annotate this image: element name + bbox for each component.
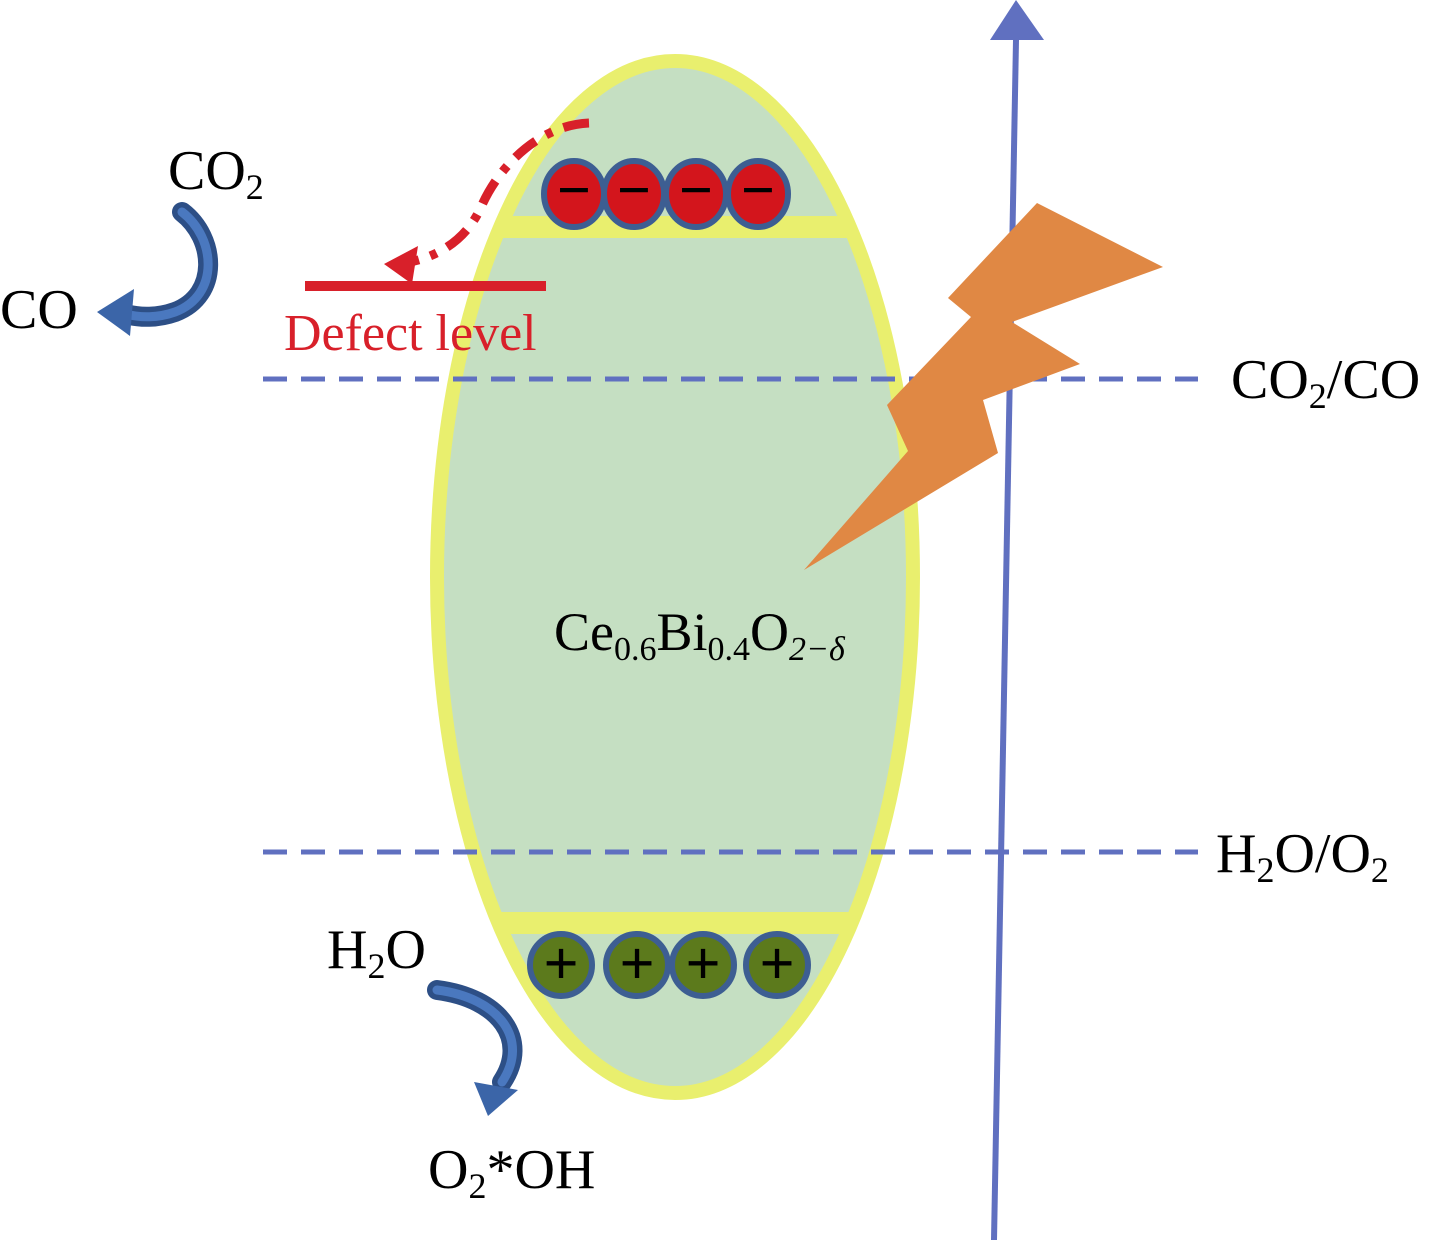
electron: − [601,157,667,230]
valence-band-gap [437,912,913,934]
svg-text:−: − [679,157,713,223]
svg-text:−: − [741,157,775,223]
hole: + [527,930,595,999]
electron: − [725,157,791,230]
electron: − [663,157,729,230]
up-arrow-icon [990,0,1044,40]
material-formula: Ce0.6Bi0.4O2−δ [554,602,846,668]
h2o-o2-level-label: H2O/O2 [1216,823,1389,890]
holes: + + + + [527,930,811,999]
co2-co-level-label: CO2/CO [1231,349,1420,416]
defect-level-label: Defect level [284,305,537,362]
h2o-label: H2O [327,919,426,986]
co2-label: CO2 [168,140,264,207]
svg-text:+: + [619,930,654,998]
semiconductor-particle [430,54,920,1100]
electrons: − − − − [541,157,791,230]
energy-axis-line [991,39,1019,1240]
hole: + [669,930,737,999]
lightning-icon [804,203,1163,570]
hole: + [603,930,671,999]
particle-body [430,54,920,1100]
dashed-curved-arrow-icon [384,118,590,284]
hole: + [743,930,811,999]
svg-text:+: + [685,930,720,998]
svg-text:−: − [617,157,651,223]
energy-axis [990,0,1044,1240]
svg-text:+: + [543,930,578,998]
o2-oh-label: O2*OH [428,1139,595,1206]
svg-text:+: + [759,930,794,998]
curved-arrow-icon [427,980,523,1116]
co-label: CO [0,279,78,341]
svg-text:−: − [557,157,591,223]
electron: − [541,157,607,230]
curved-arrow-icon [97,202,219,336]
